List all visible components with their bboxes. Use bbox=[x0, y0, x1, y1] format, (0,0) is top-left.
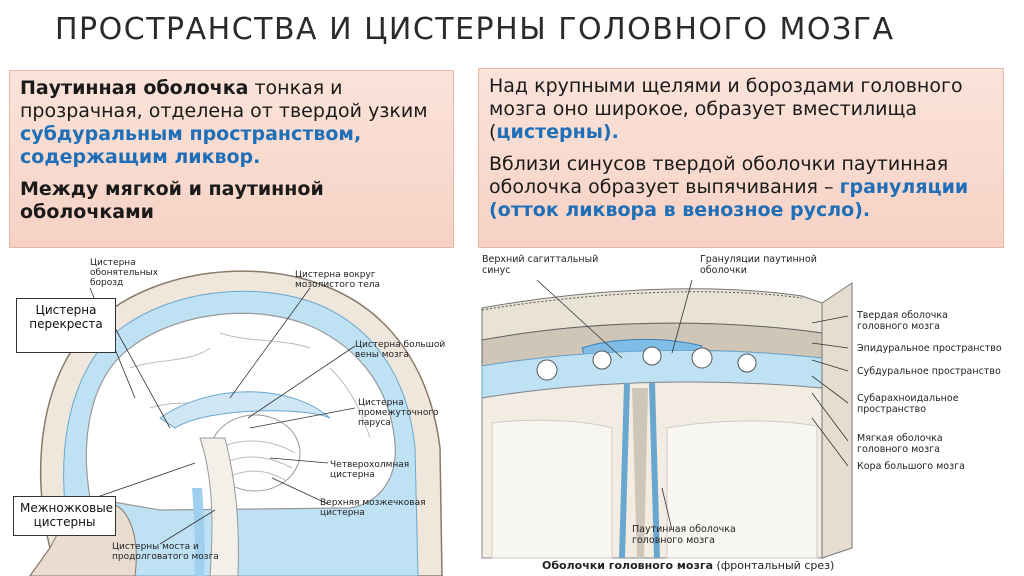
label-great-vein-cistern: Цистерна большой вены мозга bbox=[355, 340, 446, 360]
highlight-granulations: грануляции bbox=[839, 176, 969, 198]
page-title: ПРОСТРАНСТВА И ЦИСТЕРНЫ ГОЛОВНОГО МОЗГА bbox=[55, 12, 895, 47]
label-velum-cistern: Цистерна промежуточного паруса bbox=[358, 398, 439, 428]
label-pons-medulla-cisterns: Цистерны моста и продолговатого мозга bbox=[112, 542, 219, 562]
sagittal-section-figure: Цистерна обонятельных борозд Цистерна во… bbox=[10, 248, 454, 576]
highlight-subdural: субдуральным пространством, содержащим л… bbox=[20, 123, 362, 168]
label-superior-sagittal-sinus: Верхний сагиттальный синус bbox=[482, 254, 599, 276]
label-cerebral-cortex: Кора большого мозга bbox=[857, 461, 965, 472]
label-arachnoid-mater: Паутинная оболочка головного мозга bbox=[632, 524, 736, 546]
label-epidural-space: Эпидуральное пространство bbox=[857, 343, 1002, 354]
paragraph-arachnoid: Паутинная оболочка тонкая и прозрачная, … bbox=[20, 77, 443, 169]
label-olfactory-cistern: Цистерна обонятельных борозд bbox=[90, 258, 159, 288]
label-subdural-space: Субдуральное пространство bbox=[857, 366, 1001, 377]
label-arachnoid-granulations: Грануляции паутинной оболочки bbox=[700, 254, 817, 276]
label-superior-cerebellar-cistern: Верхняя мозжечковая цистерна bbox=[320, 498, 426, 518]
label-subarachnoid-space: Субарахноидальное пространство bbox=[857, 393, 959, 415]
paragraph-cisterns: Над крупными щелями и бороздами головног… bbox=[489, 75, 993, 144]
text-granulations: Вблизи синусов твердой оболочки паутинна… bbox=[489, 153, 949, 198]
figure-caption: Оболочки головного мозга (фронтальный ср… bbox=[542, 559, 834, 572]
highlight-outflow: (отток ликвора в венозное русло). bbox=[489, 199, 871, 221]
arachnoid-description-box: Паутинная оболочка тонкая и прозрачная, … bbox=[9, 70, 454, 248]
text-arachnoid: тонкая и прозрачная, отделена от твердой… bbox=[20, 77, 428, 122]
highlight-cisterns: цистерны bbox=[496, 121, 603, 143]
term-arachnoid: Паутинная оболочка bbox=[20, 77, 249, 99]
label-callosum-cistern: Цистерна вокруг мозолистого тела bbox=[295, 270, 381, 290]
period-subdural: . bbox=[253, 146, 261, 168]
label-pia-mater: Мягкая оболочка головного мозга bbox=[857, 433, 943, 455]
cisterns-description-box: Над крупными щелями и бороздами головног… bbox=[478, 68, 1004, 248]
meninges-drawing bbox=[481, 279, 853, 559]
callout-interpeduncular-cisterns: Межножковые цистерны bbox=[13, 496, 116, 536]
label-dura-mater: Твердая оболочка головного мозга bbox=[857, 310, 948, 332]
text-cisterns: Над крупными щелями и бороздами головног… bbox=[489, 75, 963, 143]
caption-subtitle: (фронтальный срез) bbox=[713, 559, 835, 572]
paragraph-between-membranes: Между мягкой и паутинной оболочками bbox=[20, 178, 324, 223]
caption-title: Оболочки головного мозга bbox=[542, 559, 714, 572]
callout-chiasm-cistern: Цистерна перекреста bbox=[16, 298, 116, 353]
paren-cisterns: ). bbox=[602, 121, 619, 143]
paragraph-granulations: Вблизи синусов твердой оболочки паутинна… bbox=[489, 153, 993, 222]
label-quadrigeminal-cistern: Четверохолмная цистерна bbox=[330, 460, 410, 480]
meninges-frontal-figure: Верхний сагиттальный синус Грануляции па… bbox=[472, 248, 1004, 576]
sagittal-section-drawing bbox=[29, 270, 443, 576]
